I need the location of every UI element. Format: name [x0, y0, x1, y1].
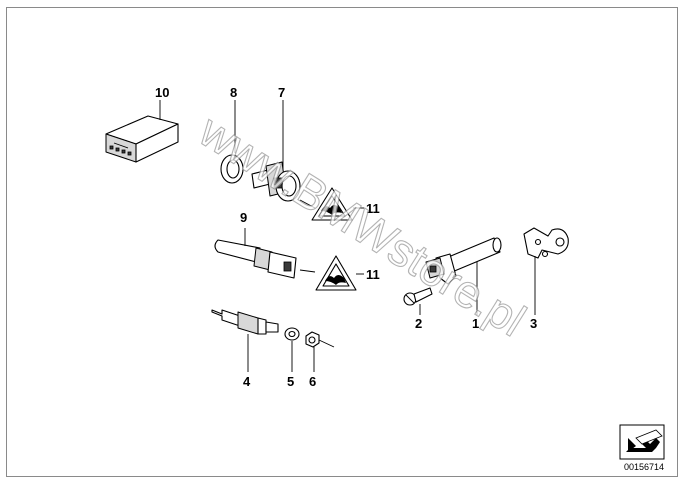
callout-6[interactable]: 6 — [309, 374, 316, 389]
callout-7[interactable]: 7 — [278, 85, 285, 100]
part-7-temperature-sensor[interactable] — [251, 161, 301, 202]
part-1-crankshaft-sensor[interactable] — [425, 237, 502, 285]
part-11-warning-label-top[interactable]: ▲ — [311, 187, 353, 221]
part-6-nut[interactable] — [305, 331, 320, 348]
watermark-text: www.BMWstore.pl — [190, 104, 535, 346]
part-2-screw[interactable] — [403, 287, 433, 306]
part-4-sensor[interactable] — [211, 309, 279, 335]
diagram-frame — [6, 7, 678, 477]
callout-5[interactable]: 5 — [287, 374, 294, 389]
part-10-control-unit[interactable] — [105, 115, 179, 163]
leader-7-to-11 — [299, 199, 316, 209]
callout-4[interactable]: 4 — [243, 374, 251, 389]
leader-6-axis — [318, 339, 335, 348]
callout-8[interactable]: 8 — [230, 85, 237, 100]
callout-2[interactable]: 2 — [415, 316, 422, 331]
callout-1[interactable]: 1 — [472, 316, 479, 331]
callout-11-top[interactable]: 11 — [366, 201, 380, 216]
part-9-sensor-probe[interactable] — [214, 239, 297, 279]
direction-arrow-icon — [619, 424, 665, 460]
part-8-sealing-ring[interactable] — [220, 154, 244, 184]
warning-triangle-icon: ▲ — [324, 211, 330, 217]
callout-9[interactable]: 9 — [240, 210, 247, 225]
callout-3[interactable]: 3 — [530, 316, 537, 331]
document-number: 00156714 — [624, 462, 664, 472]
callout-11-bottom[interactable]: 11 — [366, 267, 380, 282]
leader-9-to-11 — [299, 269, 316, 273]
part-11-warning-label-bottom[interactable] — [315, 255, 357, 291]
callout-10[interactable]: 10 — [155, 85, 169, 100]
part-5-washer[interactable] — [284, 327, 300, 341]
part-3-bracket[interactable] — [523, 227, 569, 259]
